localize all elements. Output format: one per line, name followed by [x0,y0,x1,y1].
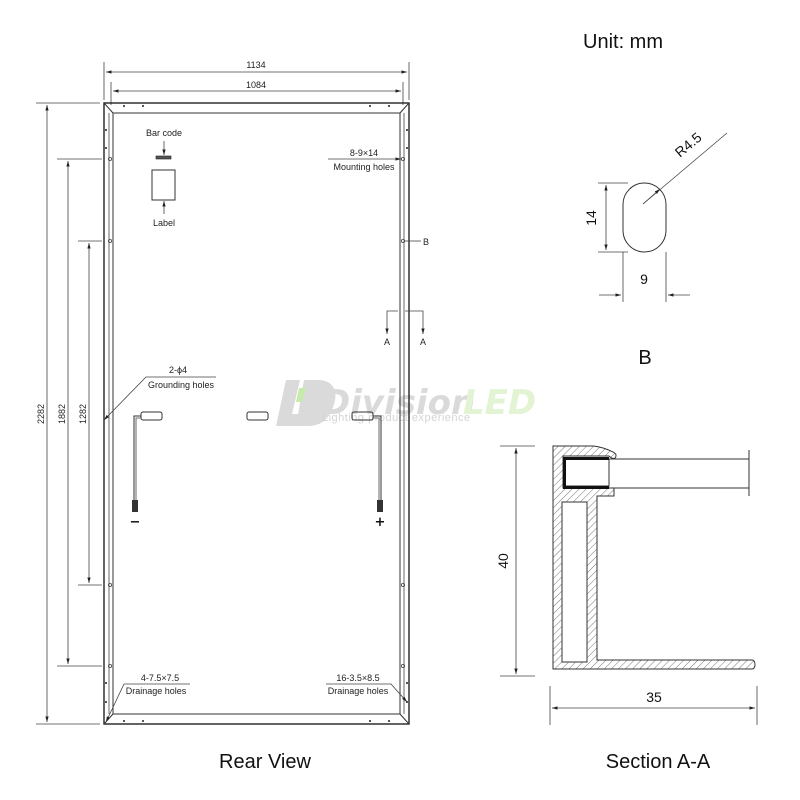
watermark: Division LED Lighting product experience [276,380,536,426]
mounting-holes [108,156,405,669]
section-marker-left: A [384,337,390,347]
drainage-left-spec: 4-7.5×7.5 [141,673,179,683]
frame-profile [552,445,756,670]
detail-b-height: 14 [583,210,599,226]
rear-view-title: Rear View [219,751,311,773]
junction-box-left [140,411,163,421]
mounting-hole-slot [622,182,667,253]
section-height: 40 [495,553,511,569]
drainage-left-callout: Drainage holes [126,686,187,696]
drainage-right-callout: Drainage holes [328,686,389,696]
detail-b: R4.5 14 9 B [583,129,728,369]
negative-polarity: − [130,515,141,530]
drainage-right-spec: 16-3.5×8.5 [336,673,379,683]
positive-polarity: + [375,515,386,530]
watermark-logo-icon [276,380,336,426]
panel-frame-outer [103,102,410,725]
watermark-tagline: Lighting product experience [322,412,471,424]
detail-b-marker: B [423,237,429,247]
inner-width-dim: 1084 [246,80,266,90]
watermark-brand: Division [322,383,475,423]
label-callout: Label [153,218,175,228]
section-width: 35 [646,689,662,705]
section-marker-right: A [420,337,426,347]
section-aa: 40 35 Section A-A [495,445,758,773]
bar-code [155,155,172,160]
drainage-holes [105,105,408,722]
junction-box-center [246,411,269,421]
overall-height-dim: 2282 [36,404,46,424]
mounting-holes-callout: Mounting holes [333,162,395,172]
label-box [151,169,176,201]
connector-negative [132,500,138,512]
grounding-holes-callout: Grounding holes [148,380,215,390]
bar-code-callout: Bar code [146,128,182,138]
panel-frame-inner [112,112,401,715]
overall-width-dim: 1134 [246,60,265,70]
mount-spacing-outer-dim: 1882 [57,404,67,424]
unit-label: Unit: mm [583,31,663,53]
mount-spacing-inner-dim: 1282 [78,404,88,424]
detail-b-width: 9 [640,271,648,287]
watermark-brand-led: LED [463,383,536,423]
section-aa-title: Section A-A [606,751,711,773]
connector-positive [377,500,383,512]
mounting-spec: 8-9×14 [350,148,378,158]
detail-b-title: B [638,347,651,369]
grounding-spec: 2-ϕ4 [169,365,187,375]
rear-view: 1134 1084 [36,60,429,773]
